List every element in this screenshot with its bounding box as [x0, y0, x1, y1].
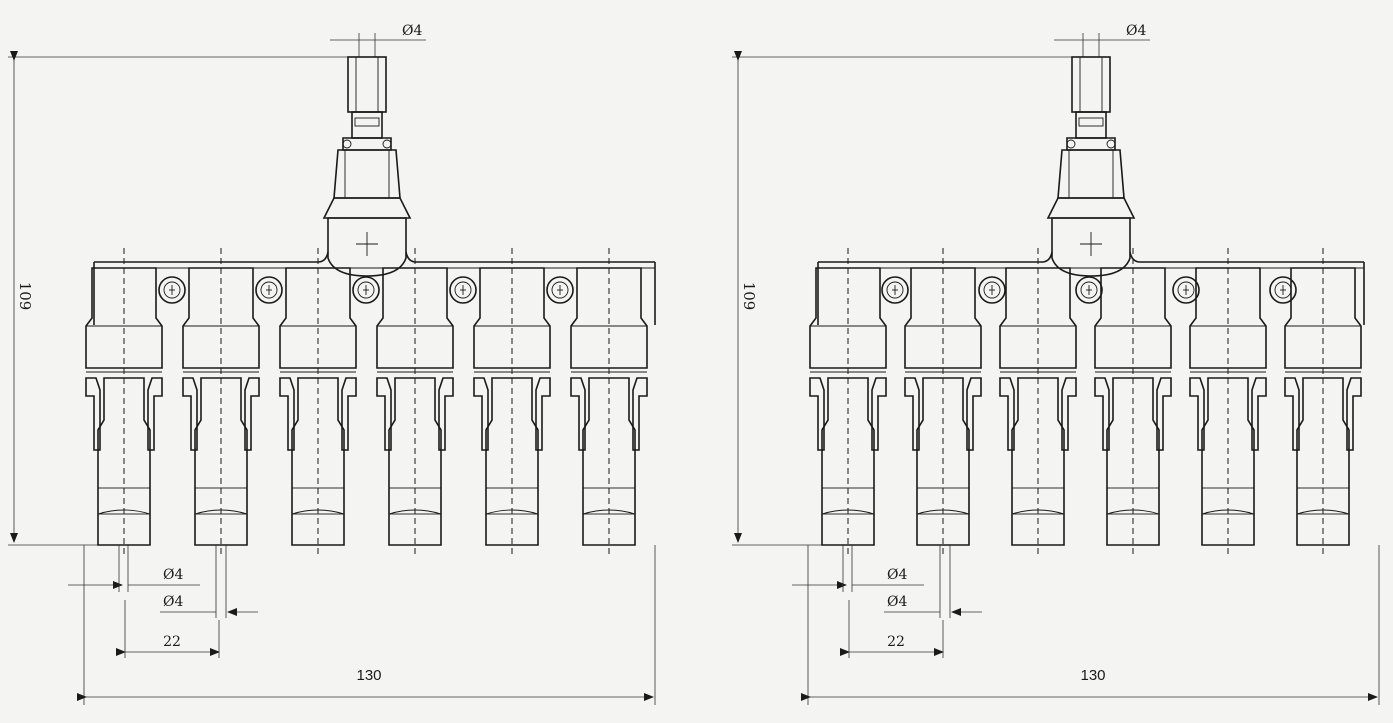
screw-icon	[158, 276, 186, 304]
screw-icon	[352, 276, 380, 304]
outlet-4	[376, 248, 454, 555]
bottom-dia2-label: Ø4	[887, 594, 907, 610]
top-input-connector	[1046, 56, 1136, 277]
outlet-2	[904, 248, 982, 555]
outlet-2	[182, 248, 260, 555]
screw-icon	[1269, 276, 1297, 304]
top-input-connector	[322, 56, 412, 277]
height-label: 109	[16, 282, 34, 311]
width-label: 130	[356, 667, 381, 684]
outlet-1	[85, 248, 163, 555]
screw-icon	[978, 276, 1006, 304]
screw-icon	[881, 276, 909, 304]
top-dia-label: Ø4	[1126, 23, 1146, 39]
outlet-group	[809, 248, 1362, 555]
screw-group	[158, 276, 574, 304]
outlet-6	[1284, 248, 1362, 555]
bottom-dia2-label: Ø4	[163, 594, 183, 610]
outlet-4	[1094, 248, 1172, 555]
pitch-label: 22	[163, 634, 181, 650]
top-dia-label: Ø4	[402, 23, 422, 39]
bottom-dia1-label: Ø4	[887, 567, 907, 583]
outlet-1	[809, 248, 887, 555]
pitch-label: 22	[887, 634, 905, 650]
outlet-3	[999, 248, 1077, 555]
screw-icon	[546, 276, 574, 304]
main-body-top	[94, 251, 655, 263]
width-label: 130	[1080, 667, 1105, 684]
main-body-top	[818, 251, 1364, 263]
drawing-left: 109 Ø4	[8, 23, 656, 705]
outlet-5	[1189, 248, 1267, 555]
drawing-right: 109 Ø4	[732, 23, 1380, 705]
outlet-3	[279, 248, 357, 555]
height-label: 109	[740, 282, 758, 311]
outlet-group	[85, 248, 648, 555]
outlet-5	[473, 248, 551, 555]
bottom-dia1-label: Ø4	[163, 567, 183, 583]
screw-group	[881, 276, 1297, 304]
screw-icon	[1075, 276, 1103, 304]
screw-icon	[1172, 276, 1200, 304]
outlet-6	[570, 248, 648, 555]
screw-icon	[449, 276, 477, 304]
screw-icon	[255, 276, 283, 304]
